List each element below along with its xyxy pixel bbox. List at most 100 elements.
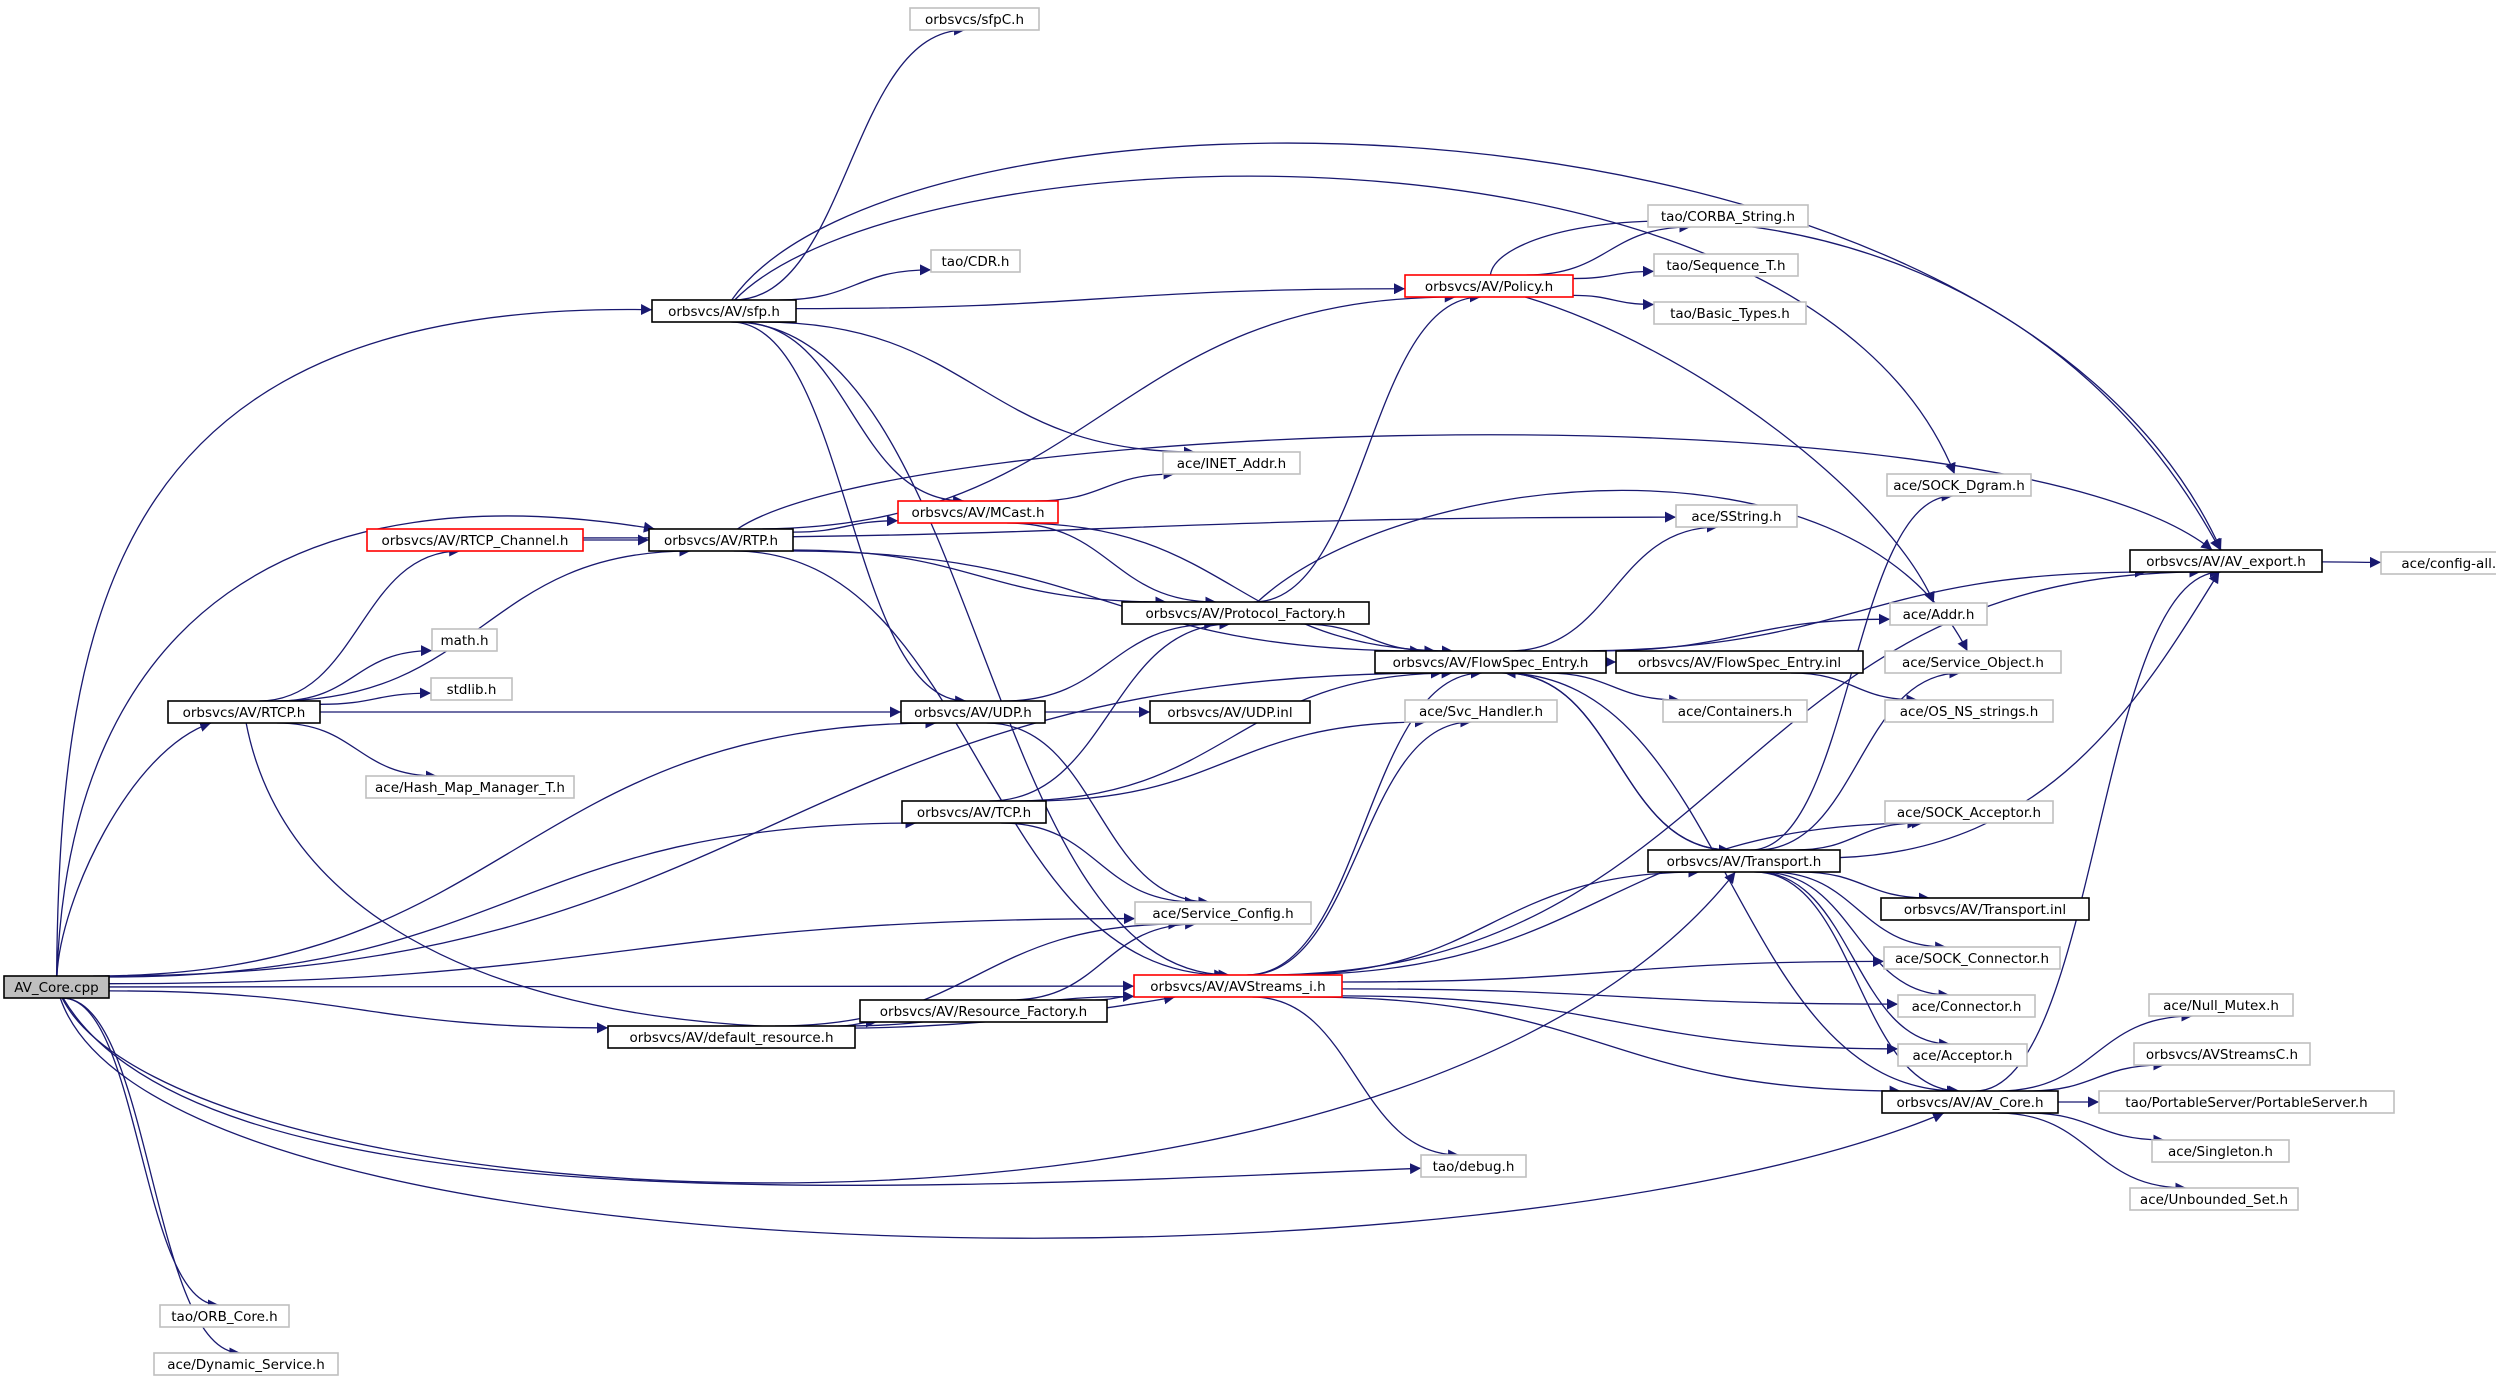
node-sock-connector-h[interactable]: ace/SOCK_Connector.h — [1883, 946, 2061, 970]
nodes-layer: AV_Core.cpp orbsvcs/sfpC.h orbsvcs/AV/sfp.… — [3, 7, 2496, 1376]
node-box — [366, 528, 584, 552]
node-policy-h[interactable]: orbsvcs/AV/Policy.h — [1404, 274, 1574, 298]
node-acceptor-h[interactable]: ace/Acceptor.h — [1897, 1043, 2028, 1067]
node-portableserver-h[interactable]: tao/PortableServer/PortableServer.h — [2098, 1090, 2395, 1114]
node-avstreamsc-h[interactable]: orbsvcs/AVStreamsC.h — [2133, 1042, 2311, 1066]
node-unbounded-set-h[interactable]: ace/Unbounded_Set.h — [2129, 1187, 2299, 1211]
node-box — [1134, 901, 1312, 925]
node-box — [1881, 1090, 2059, 1114]
node-label: ace/Acceptor.h — [1913, 1048, 2013, 1064]
node-label: AV_Core.cpp — [14, 980, 98, 996]
node-mcast-h[interactable]: orbsvcs/AV/MCast.h — [897, 500, 1059, 524]
edge-av-core-cpp-to-udp-h — [93, 717, 937, 977]
node-label: orbsvcs/AV/RTCP.h — [183, 705, 306, 721]
edge-transport-h-to-sock-acceptor-h — [1794, 817, 1919, 851]
node-box — [1884, 699, 2054, 723]
node-connector-h[interactable]: ace/Connector.h — [1897, 994, 2036, 1018]
node-label: orbsvcs/AV/sfp.h — [668, 304, 780, 320]
edge-sfp-h-to-inet-addr-h — [760, 321, 1195, 458]
node-label: ace/Connector.h — [1912, 999, 2022, 1015]
node-cdr-h[interactable]: tao/CDR.h — [930, 249, 1021, 273]
edge-av-core-cpp-to-rtp-h — [56, 515, 655, 977]
node-box — [651, 299, 797, 323]
edge-mcast-h-to-flowspec-entry-h — [1015, 522, 1453, 657]
node-flowspec-entry-inl[interactable]: orbsvcs/AV/FlowSpec_Entry.inl — [1615, 650, 1864, 674]
node-stdlib-h[interactable]: stdlib.h — [430, 677, 513, 701]
node-basic-types-h[interactable]: tao/Basic_Types.h — [1653, 301, 1807, 325]
node-av-export-h[interactable]: orbsvcs/AV/AV_export.h — [2129, 549, 2323, 573]
node-config-all-h[interactable]: ace/config-all.h — [2380, 551, 2496, 575]
edge-avstreams-i-h-to-sock-acceptor-h — [1284, 817, 1923, 976]
node-box — [1889, 602, 1988, 626]
node-sstring-h[interactable]: ace/SString.h — [1675, 504, 1798, 528]
edge-av-core-cpp-to-tcp-h — [108, 817, 917, 978]
node-sock-dgram-h[interactable]: ace/SOCK_Dgram.h — [1886, 473, 2032, 497]
node-service-config-h[interactable]: ace/Service_Config.h — [1134, 901, 1312, 925]
node-default-resource-h[interactable]: orbsvcs/AV/default_resource.h — [607, 1025, 856, 1049]
node-av-core-h[interactable]: orbsvcs/AV/AV_Core.h — [1881, 1090, 2059, 1114]
node-null-mutex-h[interactable]: ace/Null_Mutex.h — [2148, 993, 2294, 1017]
node-containers-h[interactable]: ace/Containers.h — [1662, 699, 1808, 723]
node-box — [1662, 699, 1808, 723]
node-label: ace/Unbounded_Set.h — [2140, 1192, 2288, 1208]
node-orb-core-h[interactable]: tao/ORB_Core.h — [159, 1304, 290, 1328]
edge-sfp-h-to-udp-h — [730, 321, 967, 707]
node-label: orbsvcs/AV/Transport.h — [1667, 854, 1822, 870]
node-dynamic-service-h[interactable]: ace/Dynamic_Service.h — [153, 1352, 339, 1376]
node-sfpC-h[interactable]: orbsvcs/sfpC.h — [909, 7, 1040, 31]
edge-transport-h-to-acceptor-h — [1756, 871, 1951, 1050]
edge-av-export-h-to-config-all-h — [2321, 556, 2382, 568]
node-av-core-cpp[interactable]: AV_Core.cpp — [3, 975, 110, 999]
node-sequence-t-h[interactable]: tao/Sequence_T.h — [1653, 253, 1799, 277]
node-box — [2151, 1139, 2290, 1163]
node-box — [430, 677, 513, 701]
node-box — [1880, 897, 2090, 921]
node-tcp-h[interactable]: orbsvcs/AV/TCP.h — [901, 800, 1047, 824]
node-rtcp-h[interactable]: orbsvcs/AV/RTCP.h — [167, 700, 321, 724]
node-label: orbsvcs/AV/RTCP_Channel.h — [381, 533, 568, 549]
edge-rtp-h-to-avstreams-i-h — [733, 550, 1226, 981]
edge-transport-h-to-flowspec-entry-h — [1504, 667, 1730, 851]
node-box — [1653, 301, 1807, 325]
node-corba-string-h[interactable]: tao/CORBA_String.h — [1647, 204, 1809, 228]
edge-udp-h-to-protocol-factory-h — [1003, 618, 1216, 702]
edge-avstreams-i-h-to-svc-handler-h — [1247, 716, 1472, 976]
node-singleton-h[interactable]: ace/Singleton.h — [2151, 1139, 2290, 1163]
node-sock-acceptor-h[interactable]: ace/SOCK_Acceptor.h — [1884, 800, 2054, 824]
node-label: orbsvcs/AV/FlowSpec_Entry.inl — [1638, 655, 1841, 671]
node-udp-inl[interactable]: orbsvcs/AV/UDP.inl — [1149, 700, 1311, 724]
node-rtp-h[interactable]: orbsvcs/AV/RTP.h — [648, 528, 794, 552]
node-transport-inl[interactable]: orbsvcs/AV/Transport.inl — [1880, 897, 2090, 921]
edge-sfp-h-to-mcast-h — [737, 321, 965, 507]
node-svc-handler-h[interactable]: ace/Svc_Handler.h — [1404, 699, 1558, 723]
edge-av-core-h-to-null-mutex-h — [1998, 1010, 2193, 1092]
node-flowspec-entry-h[interactable]: orbsvcs/AV/FlowSpec_Entry.h — [1374, 650, 1607, 674]
edge-protocol-factory-h-to-flowspec-entry-h — [1300, 623, 1436, 657]
node-sfp-h[interactable]: orbsvcs/AV/sfp.h — [651, 299, 797, 323]
node-box — [897, 500, 1059, 524]
node-rtcp-channel-h[interactable]: orbsvcs/AV/RTCP_Channel.h — [366, 528, 584, 552]
node-math-h[interactable]: math.h — [431, 628, 498, 652]
node-addr-h[interactable]: ace/Addr.h — [1889, 602, 1988, 626]
edge-rtp-h-to-mcast-h — [792, 515, 899, 533]
node-label: ace/Dynamic_Service.h — [167, 1357, 325, 1373]
edge-avstreams-i-h-to-flowspec-entry-h — [1246, 667, 1482, 976]
node-box — [153, 1352, 339, 1376]
node-hash-map-manager-t-h[interactable]: ace/Hash_Map_Manager_T.h — [365, 775, 575, 799]
node-box — [909, 7, 1040, 31]
node-inet-addr-h[interactable]: ace/INET_Addr.h — [1162, 451, 1301, 475]
node-resource-factory-h[interactable]: orbsvcs/AV/Resource_Factory.h — [859, 999, 1108, 1023]
node-udp-h[interactable]: orbsvcs/AV/UDP.h — [900, 700, 1046, 724]
edge-policy-h-to-av-export-h — [1489, 220, 2221, 551]
node-debug-h[interactable]: tao/debug.h — [1420, 1154, 1527, 1178]
node-os-ns-strings-h[interactable]: ace/OS_NS_strings.h — [1884, 699, 2054, 723]
node-transport-h[interactable]: orbsvcs/AV/Transport.h — [1647, 849, 1841, 873]
node-protocol-factory-h[interactable]: orbsvcs/AV/Protocol_Factory.h — [1121, 601, 1370, 625]
node-avstreams-i-h[interactable]: orbsvcs/AV/AVStreams_i.h — [1133, 974, 1343, 998]
edge-default-resource-h-to-service-config-h — [775, 918, 1180, 1027]
node-service-object-h[interactable]: ace/Service_Object.h — [1884, 650, 2062, 674]
node-label: ace/INET_Addr.h — [1177, 456, 1286, 472]
node-box — [1897, 994, 2036, 1018]
node-box — [1133, 974, 1343, 998]
node-box — [1374, 650, 1607, 674]
